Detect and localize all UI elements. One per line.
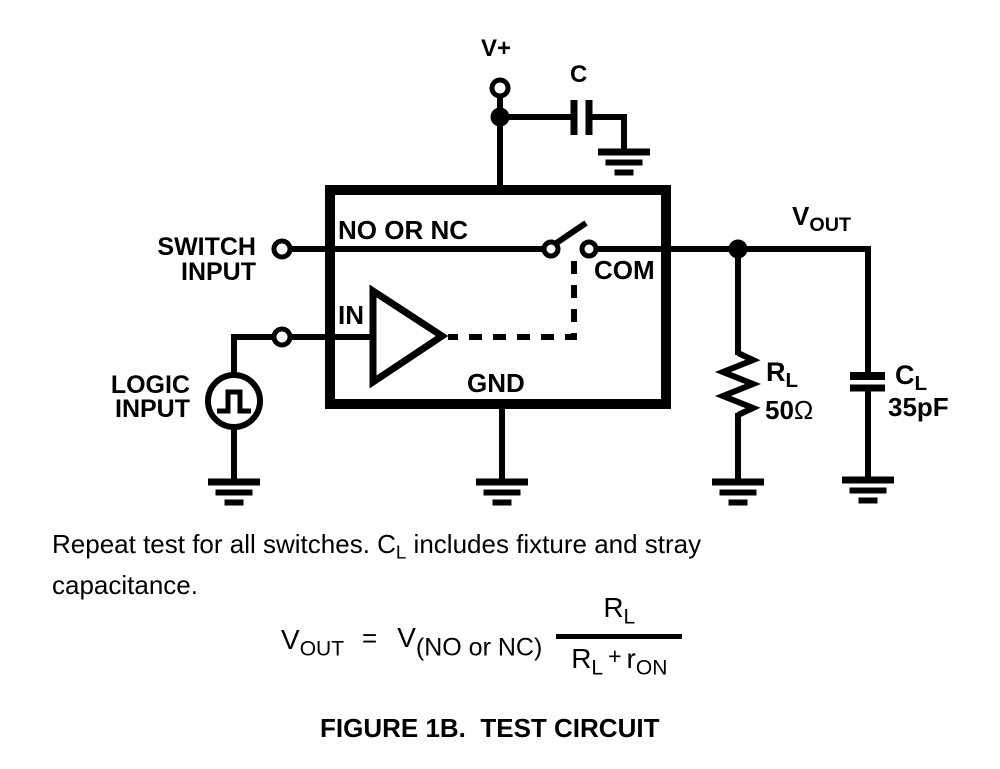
- output-junction-dot: [728, 239, 748, 259]
- fraction-numerator: RL: [556, 592, 683, 640]
- figure-caption: FIGURE 1B. TEST CIRCUIT: [320, 713, 660, 743]
- ground-icon: [842, 480, 894, 501]
- com-pin-label: COM: [594, 255, 655, 285]
- supply-terminal: [489, 77, 511, 186]
- v-plus-label: V+: [481, 35, 512, 62]
- equation-rhs: V(NO or NC): [397, 622, 543, 662]
- fraction-denominator: RL+rON: [571, 643, 668, 680]
- switch-input-wire: [271, 238, 545, 260]
- switch-input-label: SWITCH INPUT: [157, 233, 256, 286]
- ground-icon: [712, 482, 764, 503]
- switch-throw-circle: [579, 239, 599, 259]
- resistor-zigzag: [714, 350, 762, 418]
- dashed-control-line: [448, 261, 577, 340]
- rl-value: 50Ω: [765, 395, 814, 425]
- equation-equals: =: [362, 622, 378, 653]
- supply-terminal-circle: [489, 77, 511, 99]
- pulse-source-circle: [205, 372, 263, 430]
- equation-fraction: RL RL+rON: [556, 592, 683, 681]
- analog-switch-icon: [541, 220, 599, 259]
- load-capacitor: [842, 246, 894, 501]
- load-resistor: [712, 255, 764, 503]
- ground-icon: [476, 482, 528, 503]
- buffer-triangle: [291, 284, 449, 389]
- switch-pole-circle: [541, 239, 561, 259]
- ground-icon: [598, 152, 650, 173]
- bypass-cap-label: C: [570, 61, 588, 88]
- no-or-nc-pin-label: NO OR NC: [338, 215, 468, 245]
- pulse-source: [205, 326, 293, 503]
- output-wire: [596, 239, 868, 259]
- note-line-2: capacitance.: [52, 569, 198, 600]
- gnd-pin-label: GND: [467, 368, 525, 398]
- logic-input-label: LOGIC INPUT: [110, 371, 190, 423]
- ic-box: [325, 185, 671, 409]
- rl-label: RL: [766, 357, 799, 393]
- bypass-capacitor: [500, 100, 650, 173]
- note-text: Repeat test for all switches. CL include…: [52, 528, 872, 601]
- buffer-symbol: [369, 284, 449, 389]
- ground-icon: [208, 482, 260, 503]
- in-pin-label: IN: [338, 300, 364, 330]
- equation-lhs: VOUT: [281, 623, 345, 660]
- cl-value: 35pF: [888, 392, 949, 422]
- switch-input-terminal: [271, 238, 293, 260]
- gnd-pin: [476, 409, 528, 503]
- vout-equation: VOUT = V(NO or NC) RL RL+rON: [281, 592, 683, 681]
- cl-label: CL: [895, 360, 928, 396]
- logic-input-terminal: [271, 326, 293, 348]
- switch-arm: [550, 220, 588, 249]
- pulse-waveform-icon: [217, 389, 251, 414]
- note-line-1: Repeat test for all switches. CL include…: [52, 529, 702, 563]
- vout-label: VOUT: [792, 201, 852, 236]
